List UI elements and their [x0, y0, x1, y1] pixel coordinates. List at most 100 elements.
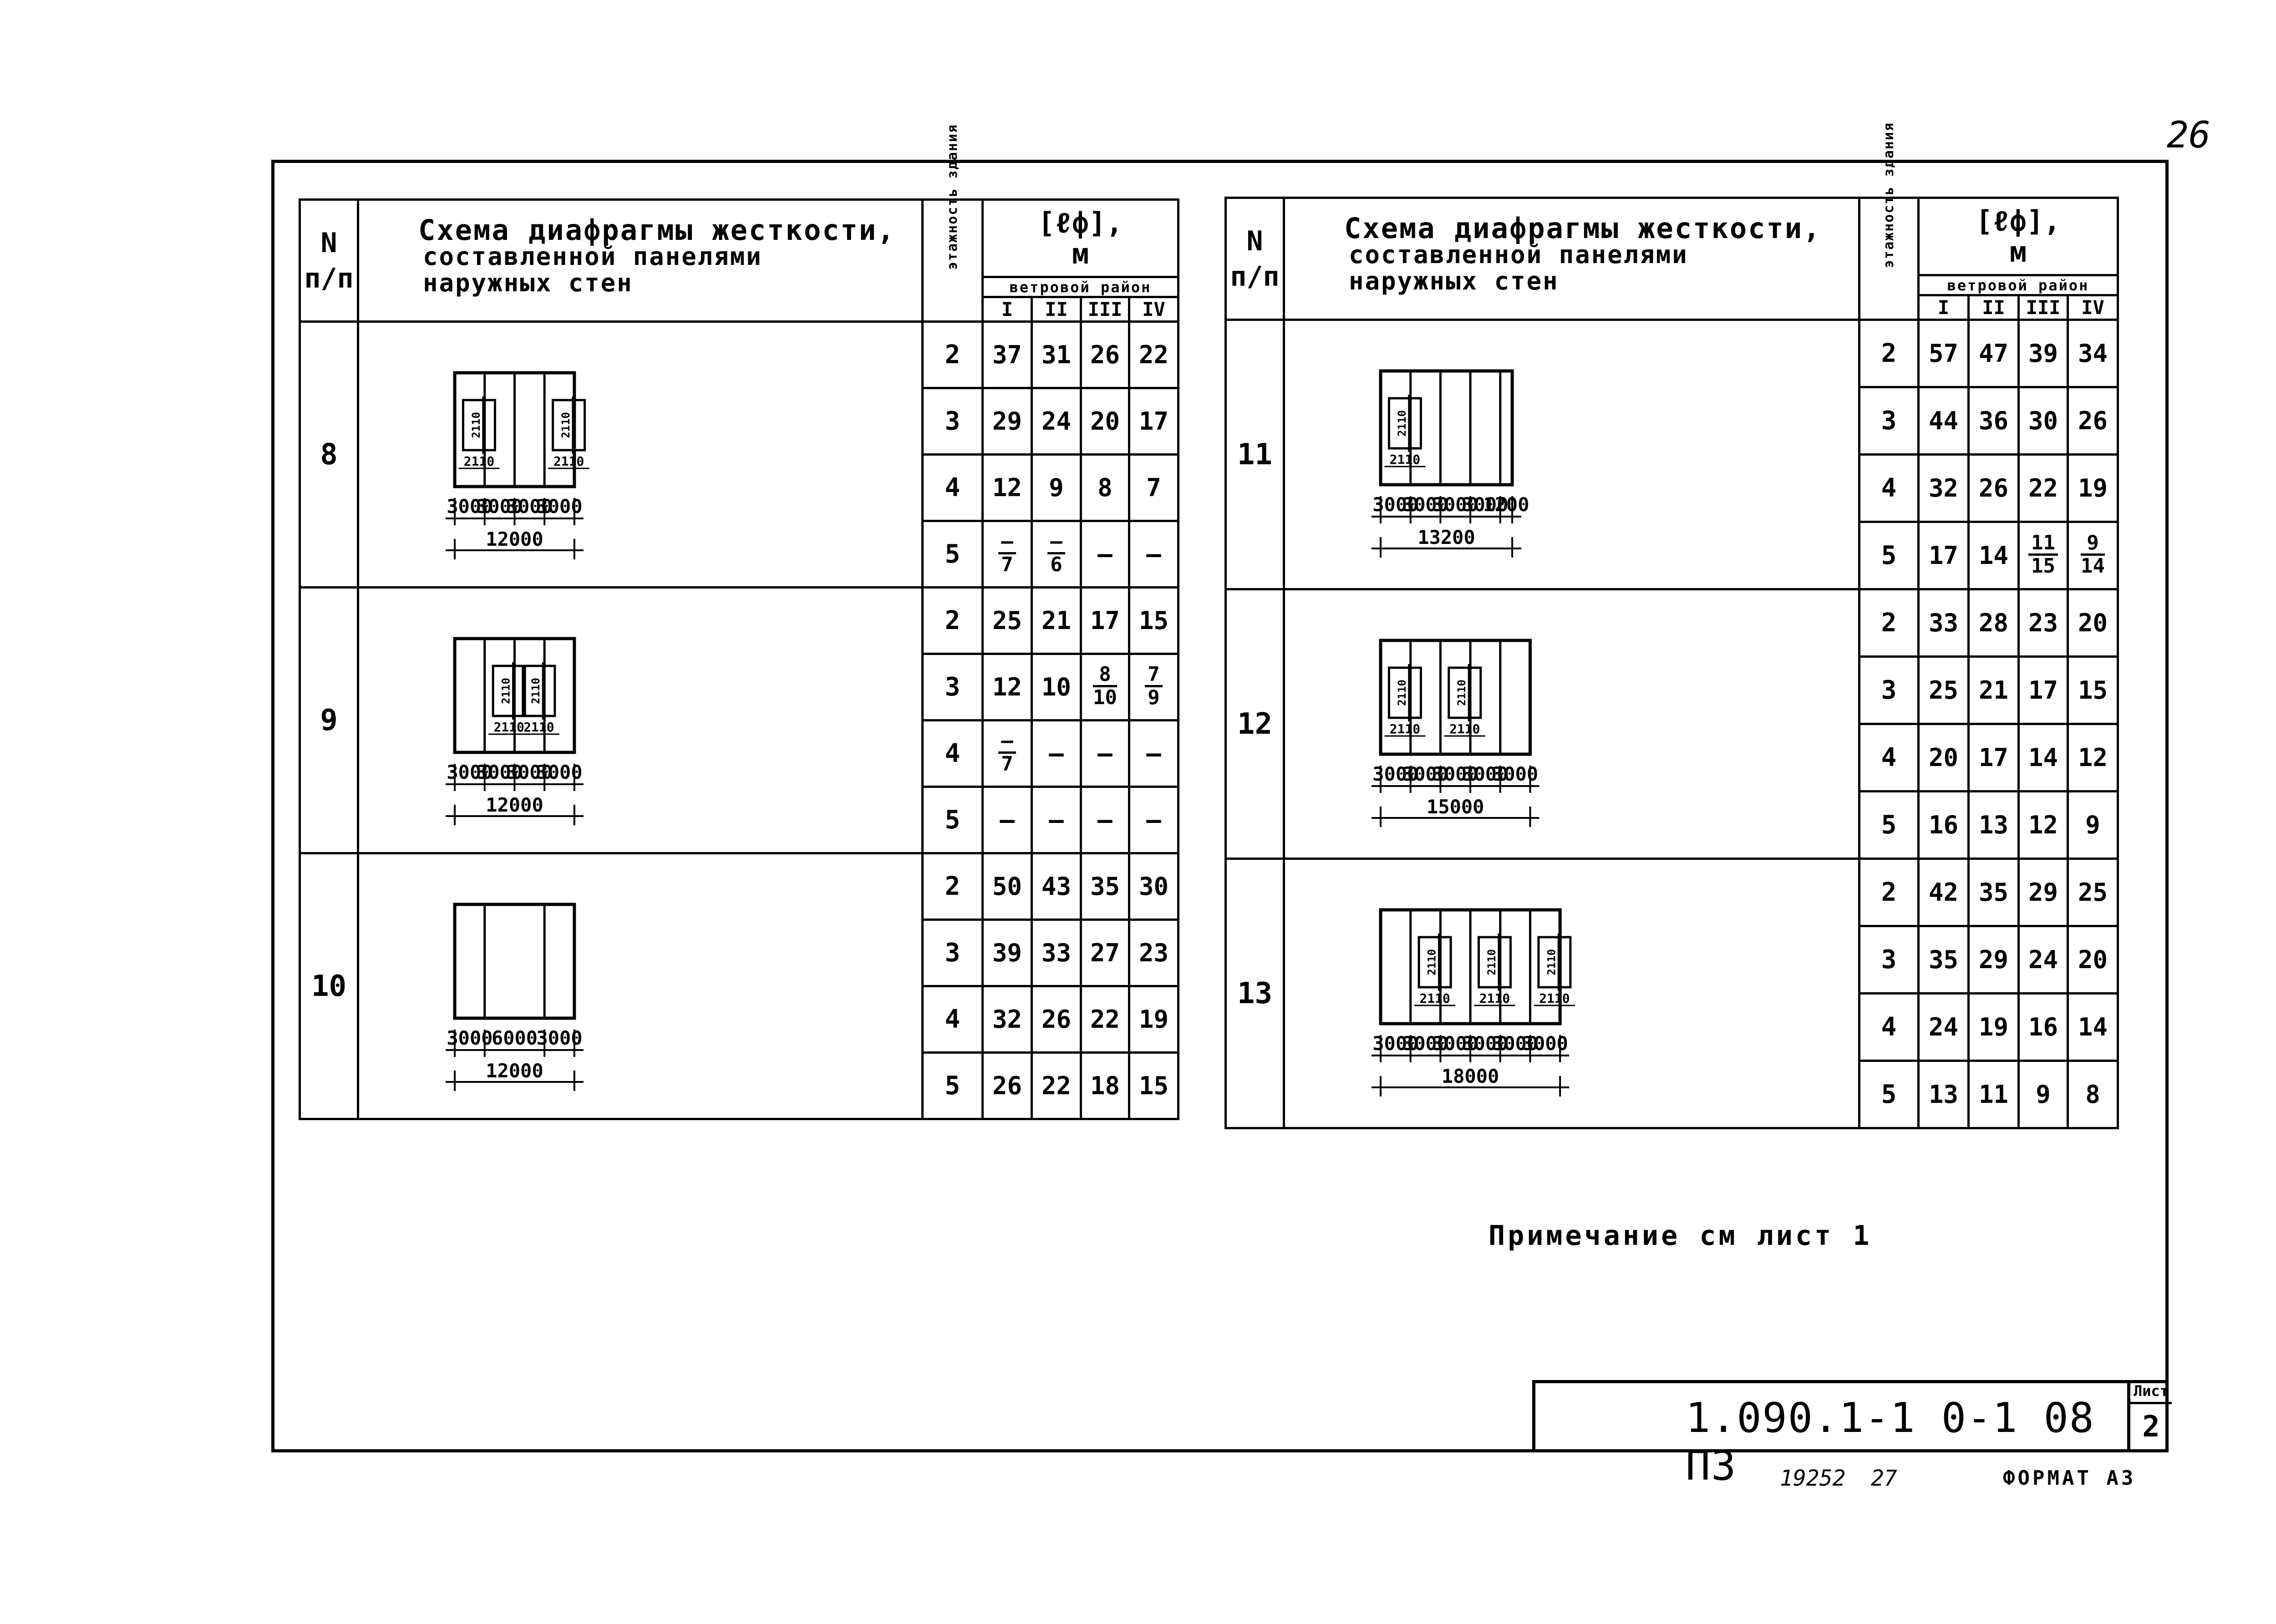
wall-outline: [1379, 369, 1514, 487]
door-width-label: 2110: [554, 454, 584, 469]
floors-label: этажность здания: [944, 123, 960, 270]
floors-label: этажность здания: [1880, 122, 1897, 268]
lf-value: 29: [981, 387, 1033, 456]
door-height-label: 2110: [1545, 949, 1558, 975]
lf-value: 34: [2066, 319, 2119, 388]
lf-value: —: [1128, 719, 1180, 788]
door-opening: [551, 399, 586, 452]
door-width-label: 2110: [1449, 721, 1480, 736]
panel-dimension: 3000: [1433, 763, 1478, 785]
door-width-label: 2110: [1419, 991, 1450, 1006]
lf-value-numerator: 11: [2028, 533, 2058, 556]
lf-value: —6: [1031, 520, 1082, 589]
floor-count: 5: [921, 786, 984, 854]
lf-value: 13: [1917, 1060, 1970, 1129]
floor-count: 2: [921, 586, 984, 655]
lf-value: 15: [2066, 655, 2119, 725]
wind-region-label: ветровой район: [981, 276, 1180, 298]
region-header: II: [1967, 294, 2020, 321]
lf-value: 21: [1967, 655, 2020, 725]
lf-value-denominator: 15: [2031, 554, 2055, 578]
lf-value-numerator: —: [1047, 531, 1065, 554]
lf-value: —7: [981, 520, 1033, 589]
door-height-label: 2110: [1455, 680, 1468, 706]
panel-dimension: 3000: [1402, 1032, 1448, 1055]
lf-value: 14: [2017, 723, 2069, 792]
door-height-label: 2110: [529, 678, 542, 704]
header-row-wind: ветровой район: [1226, 274, 2119, 296]
lf-value: 15: [1128, 586, 1180, 655]
panel-dimension: 3000: [1492, 763, 1538, 785]
lf-value: 39: [2017, 319, 2069, 388]
table-row: 5————: [300, 786, 1180, 854]
lf-value: 24: [1917, 992, 1970, 1062]
lf-value: 28: [1967, 588, 2020, 658]
panel-dimension: 3000: [1433, 493, 1478, 516]
panel-dimension: 3000: [447, 1027, 493, 1049]
lf-value: 36: [1967, 386, 2020, 456]
lf-value-denominator: 9: [1148, 686, 1160, 709]
note-text: Примечание см лист 1: [1489, 1220, 1872, 1252]
lf-value: 31: [1031, 320, 1082, 389]
diaphragm-scheme-12: 2110211021102110300030003000300030001500…: [1372, 639, 1539, 827]
lf-value: —: [1031, 719, 1082, 788]
lf-value: 19: [2066, 453, 2119, 523]
header-title-line: составленной панелями: [1349, 240, 1688, 269]
panel-dimension: 1200: [1483, 493, 1529, 516]
panel-dimension: 3000: [477, 495, 523, 518]
panel-dimension: 3000: [536, 1027, 582, 1049]
lf-value: 30: [2017, 386, 2069, 456]
lf-value: 21: [1031, 586, 1082, 655]
lf-label: [ℓф],: [1038, 206, 1123, 239]
row-number: 8: [299, 320, 359, 589]
lf-value-denominator: 6: [1050, 553, 1062, 576]
col-header-lf: [ℓф],м: [981, 198, 1180, 277]
floor-count: 4: [921, 719, 984, 788]
lf-value: 44: [1917, 386, 1970, 456]
floor-count: 5: [921, 1051, 984, 1120]
lf-value: 9: [2066, 790, 2119, 860]
header-pp: п/п: [1230, 260, 1280, 293]
panel-dimension: 3000: [507, 495, 553, 518]
lf-value: 32: [981, 985, 1033, 1054]
lf-value: 35: [1967, 858, 2020, 927]
lf-value: 33: [1031, 919, 1082, 987]
row-number: 10: [299, 852, 359, 1120]
lf-value: 26: [2066, 386, 2119, 456]
lf-value: 47: [1967, 319, 2020, 388]
table-row: 5—7—6——: [300, 520, 1180, 589]
lf-value: 9: [2017, 1060, 2069, 1129]
door-width-label: 2110: [1479, 991, 1510, 1006]
lf-value-denominator: 10: [1093, 686, 1117, 709]
lf-value: —: [1080, 719, 1130, 788]
lf-value: 24: [2017, 925, 2069, 995]
format-label: ФОРМАТ А3: [2003, 1467, 2136, 1490]
lf-value: —: [1031, 786, 1082, 854]
lf-value: 19: [1128, 985, 1180, 1054]
header-row-wind: ветровой район: [300, 276, 1180, 298]
panel-dimension: 3000: [1372, 763, 1418, 785]
lf-value: 17: [1917, 521, 1970, 590]
lf-value: 20: [1917, 723, 1970, 792]
total-dimension: 12000: [486, 528, 543, 550]
floor-count: 2: [1858, 858, 1920, 927]
